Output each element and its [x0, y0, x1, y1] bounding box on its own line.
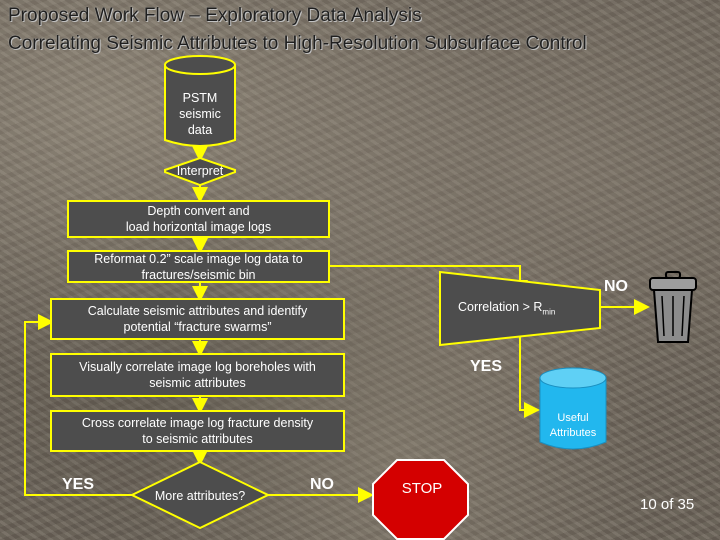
depth-convert-box: Depth convert and load horizontal image … [67, 200, 330, 238]
reformat-line1: Reformat 0.2” scale image log data to [94, 251, 303, 266]
page-number: 10 of 35 [640, 496, 695, 513]
visually-line2: seismic attributes [149, 376, 246, 390]
pstm-label-line1: PSTM [182, 91, 218, 105]
useful-line1: Useful [557, 412, 589, 424]
yes-left-label: YES [62, 476, 95, 493]
cross-line1: Cross correlate image log fracture densi… [81, 416, 314, 430]
depth-convert-line1: Depth convert and [147, 204, 250, 218]
interpret-hexagon-shape [164, 156, 236, 187]
correlation-sub: min [542, 307, 556, 317]
depth-convert-line2: load horizontal image logs [125, 220, 272, 234]
visually-line1: Visually correlate image log boreholes w… [79, 360, 316, 374]
yes-right-label: YES [470, 358, 503, 375]
no-bottom-label: NO [310, 476, 334, 493]
correlation-prefix: Correlation > R [458, 300, 543, 314]
calculate-attributes-box: Calculate seismic attributes and identif… [50, 298, 345, 340]
stop-label: STOP [401, 480, 443, 497]
no-right-label: NO [604, 278, 628, 295]
pstm-label-line3: data [187, 123, 213, 137]
correlation-shape [439, 270, 601, 347]
pstm-cylinder: PSTM seismic data [165, 90, 235, 138]
pstm-cylinder-shape [164, 55, 236, 147]
useful-line2: Attributes [549, 427, 597, 439]
reformat-box: Reformat 0.2” scale image log data to fr… [67, 250, 330, 283]
reformat-line2: fractures/seismic bin [141, 267, 256, 282]
calculate-line2: potential “fracture swarms” [123, 320, 272, 334]
arrow-correlation-to-useful [519, 330, 540, 418]
calculate-line1: Calculate seismic attributes and identif… [87, 304, 308, 318]
more-attributes-decision: More attributes? [154, 489, 246, 503]
useful-attributes-cylinder: Useful Attributes [540, 411, 606, 441]
decision-diamond-shape [129, 460, 271, 530]
interpret-node: Interpret [176, 164, 224, 178]
useful-cylinder-shape [539, 367, 607, 450]
slide-title-line1: Proposed Work Flow – Exploratory Data An… [8, 5, 422, 26]
correlation-node: Correlation > Rmin [458, 300, 555, 317]
slide-title-line2: Correlating Seismic Attributes to High-R… [8, 33, 587, 54]
cross-correlate-box: Cross correlate image log fracture densi… [50, 410, 345, 452]
pstm-label-line2: seismic [179, 107, 221, 121]
trash-can-icon [649, 271, 697, 343]
stop-octagon-shape [372, 459, 469, 540]
visually-correlate-box: Visually correlate image log boreholes w… [50, 353, 345, 397]
cross-line2: to seismic attributes [142, 432, 253, 446]
arrow-yes-loop [24, 314, 135, 496]
